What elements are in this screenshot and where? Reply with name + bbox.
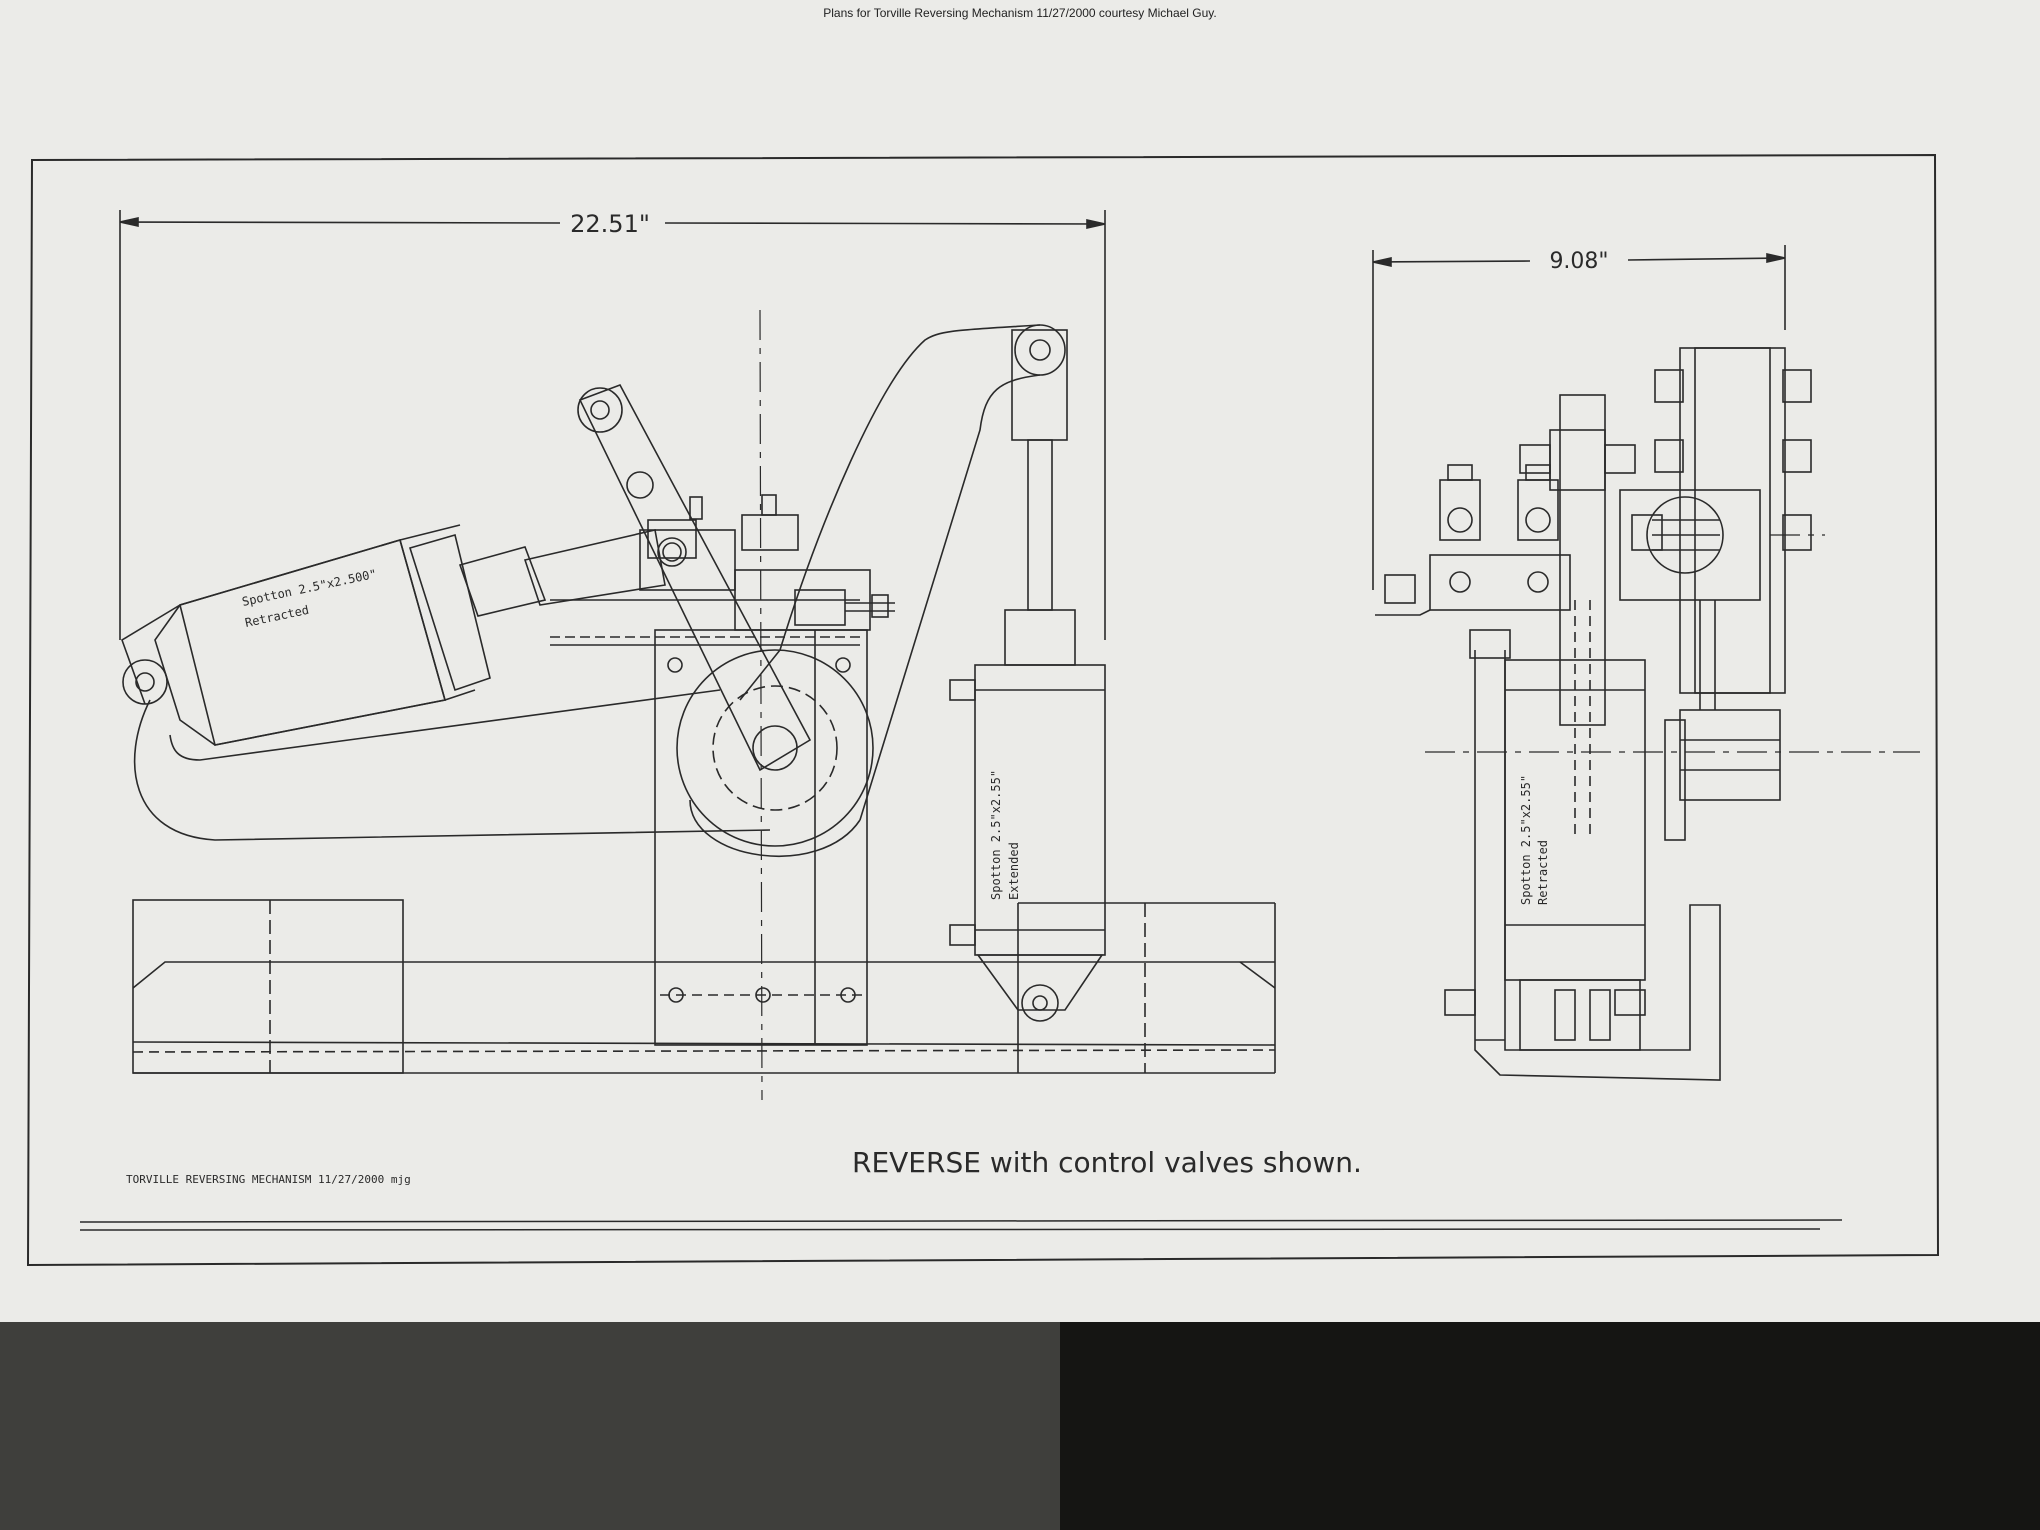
cylinder-mid-size-label: Spotton 2.5"x2.55" [989, 770, 1003, 900]
cylinder-left [121, 524, 771, 841]
dimension-right-label: 9.08" [1549, 249, 1608, 274]
curved-link [739, 324, 1066, 821]
dimension-left: 22.51" [119, 210, 1106, 640]
cylinder-left-state-label: Retracted [244, 603, 311, 630]
side-view [1375, 347, 1812, 1081]
cylinder-left-size-label: Spotton 2.5"x2.500" [241, 567, 378, 609]
drawing-note: REVERSE with control valves shown. [852, 1146, 1362, 1179]
floor-background [0, 1322, 2040, 1530]
cylinder-mid-state-label: Extended [1007, 842, 1021, 900]
lever-arm [577, 384, 812, 772]
photo-caption: Plans for Torville Reversing Mechanism 1… [823, 6, 1217, 20]
cylinder-right-size-label: Spotton 2.5"x2.55" [1519, 775, 1533, 905]
title-block: TORVILLE REVERSING MECHANISM 11/27/2000 … [126, 1173, 411, 1186]
dimension-left-label: 22.51" [570, 210, 650, 238]
base-rail [132, 899, 1276, 1074]
drawing-border [26, 153, 1940, 1267]
dimension-right: 9.08" [1372, 245, 1786, 590]
cylinder-right-state-label: Retracted [1536, 840, 1550, 905]
technical-drawing: 22.51" 9.08" [26, 153, 1940, 1267]
centre-lines [759, 309, 1920, 1101]
cylinder-vertical [949, 329, 1106, 1022]
floor-shadow [1060, 1322, 2040, 1530]
crank-disc [676, 649, 874, 858]
control-valve-block [550, 494, 895, 673]
